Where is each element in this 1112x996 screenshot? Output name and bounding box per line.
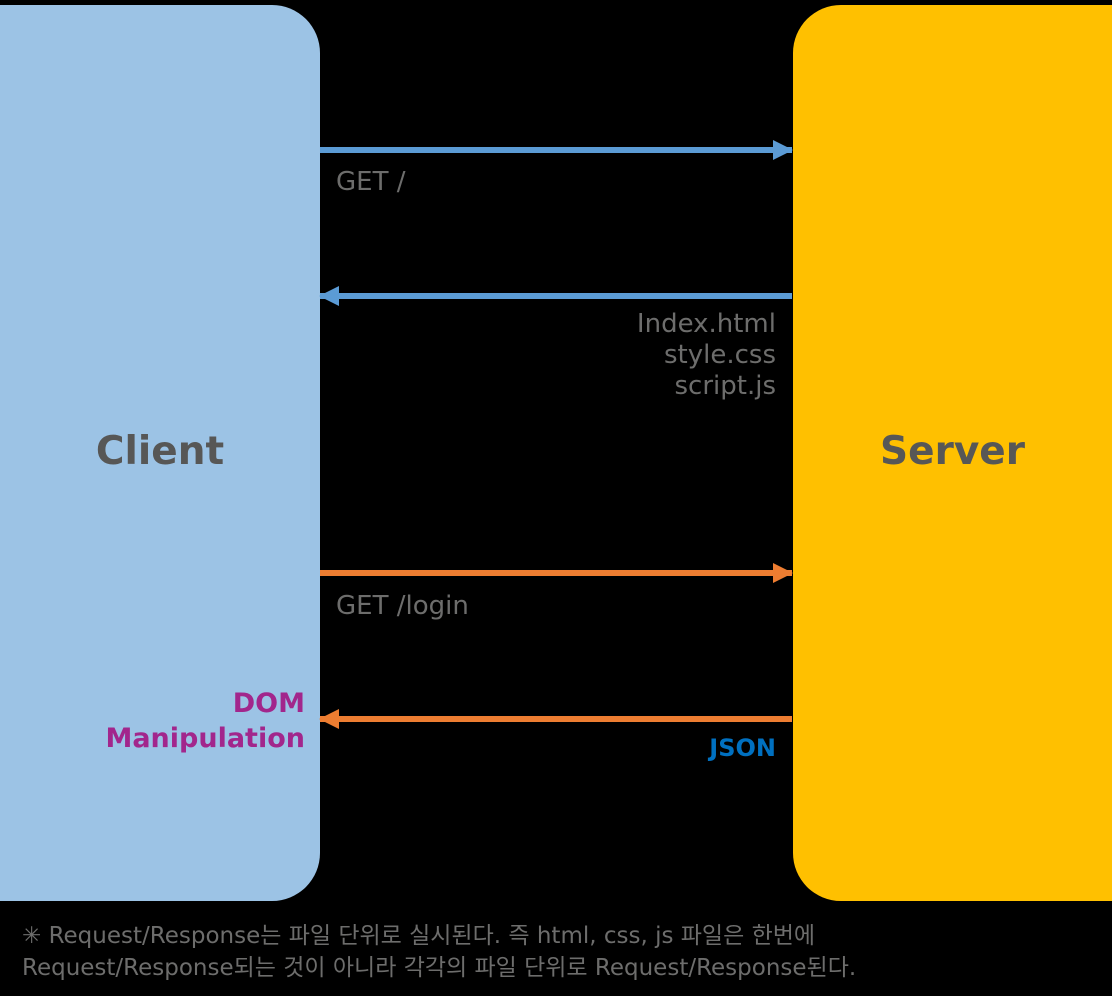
server-node-box — [793, 5, 1112, 901]
label-static-response-files: Index.html style.css script.js — [636, 309, 776, 401]
arrow-get-login — [320, 563, 793, 583]
arrowhead-left-icon — [319, 709, 339, 729]
footnote-text: ✳ Request/Response는 파일 단위로 실시된다. 즉 html,… — [22, 923, 857, 981]
arrow-get-root — [320, 140, 793, 160]
arrow-json-response — [319, 709, 792, 729]
arrowhead-left-icon — [319, 286, 339, 306]
label-get-root: GET / — [336, 167, 406, 197]
arrowhead-right-icon — [773, 140, 793, 160]
arrow-shaft — [320, 293, 792, 299]
label-get-login: GET /login — [336, 591, 469, 621]
client-node-label: Client — [95, 429, 225, 474]
arrow-shaft — [320, 716, 792, 722]
arrow-shaft — [320, 570, 792, 576]
arrow-shaft — [320, 147, 792, 153]
label-json-response: JSON — [709, 734, 776, 762]
server-node-label: Server — [880, 429, 1025, 474]
arrow-static-response — [319, 286, 792, 306]
label-dom-manipulation: DOM Manipulation — [105, 688, 305, 754]
arrowhead-right-icon — [773, 563, 793, 583]
client-node-box — [0, 5, 320, 901]
